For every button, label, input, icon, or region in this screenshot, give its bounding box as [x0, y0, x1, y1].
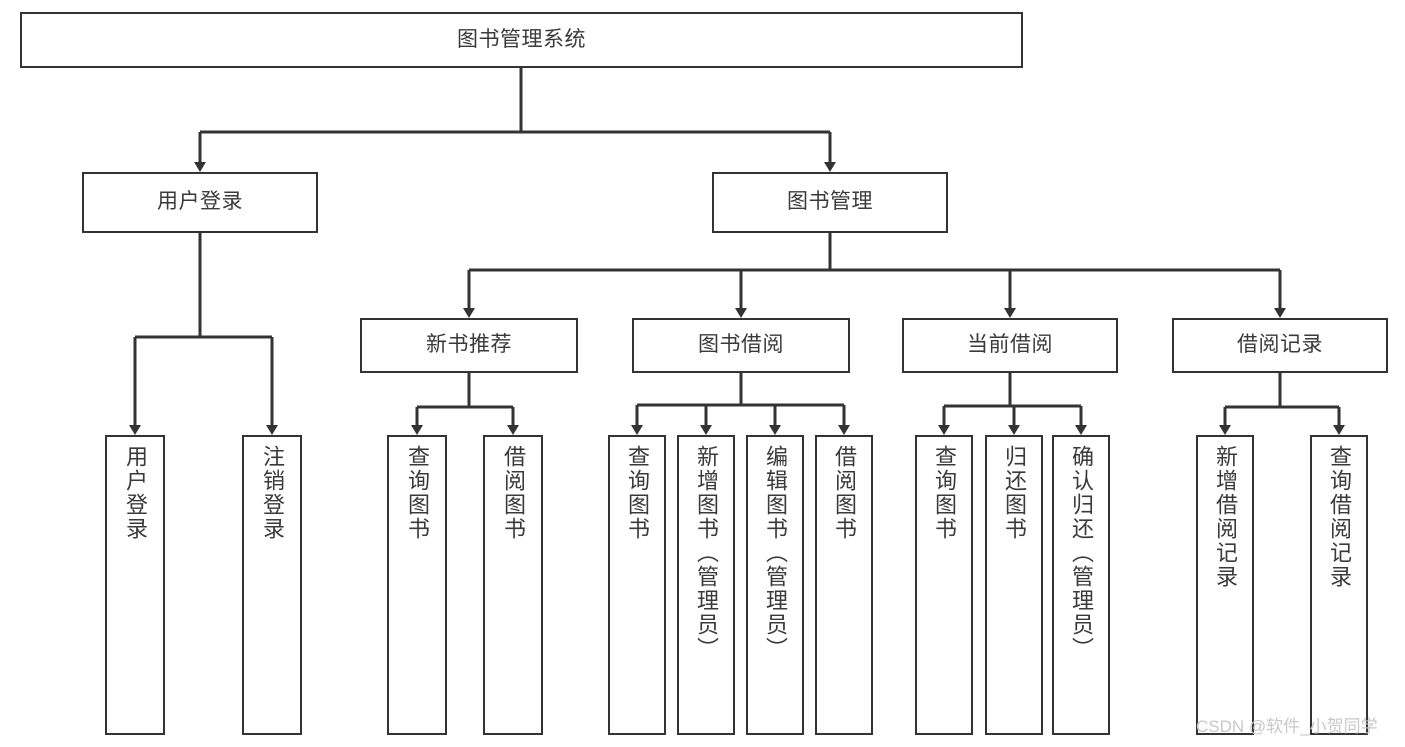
node-root-label: 图书管理系统 [457, 27, 586, 51]
node-borrow-record-label: 借阅记录 [1237, 333, 1323, 357]
node-leaf-borrow-book-2-label: 借阅图书 [832, 445, 857, 541]
node-leaf-user-login[interactable]: 用户登录 [105, 435, 165, 735]
node-leaf-query-book-2[interactable]: 查询图书 [608, 435, 666, 735]
node-leaf-query-book-1-label: 查询图书 [405, 445, 430, 541]
node-leaf-add-book[interactable]: 新增图书（管理员） [677, 435, 735, 735]
node-leaf-return-book-label: 归还图书 [1002, 445, 1027, 541]
node-leaf-add-borrow-record-label: 新增借阅记录 [1213, 445, 1238, 589]
node-leaf-borrow-book-1-label: 借阅图书 [501, 445, 526, 541]
node-leaf-edit-book-label: 编辑图书（管理员） [763, 445, 788, 661]
node-leaf-user-login-label: 用户登录 [123, 445, 148, 541]
node-leaf-return-book[interactable]: 归还图书 [985, 435, 1043, 735]
node-user-login[interactable]: 用户登录 [82, 172, 318, 233]
node-leaf-query-book-3-label: 查询图书 [932, 445, 957, 541]
node-leaf-borrow-book-2[interactable]: 借阅图书 [815, 435, 873, 735]
node-book-borrow[interactable]: 图书借阅 [632, 318, 850, 373]
csdn-watermark: CSDN @软件_小贺同学 [1196, 717, 1378, 736]
node-new-book-recommend-label: 新书推荐 [426, 333, 512, 357]
node-borrow-record[interactable]: 借阅记录 [1172, 318, 1388, 373]
node-book-management-label: 图书管理 [787, 190, 873, 214]
node-current-borrow[interactable]: 当前借阅 [902, 318, 1118, 373]
node-leaf-logout[interactable]: 注销登录 [242, 435, 302, 735]
node-leaf-query-book-1[interactable]: 查询图书 [387, 435, 447, 735]
node-leaf-query-borrow-record-label: 查询借阅记录 [1327, 445, 1352, 589]
node-leaf-query-book-2-label: 查询图书 [625, 445, 650, 541]
node-current-borrow-label: 当前借阅 [967, 333, 1053, 357]
node-book-borrow-label: 图书借阅 [698, 333, 784, 357]
node-book-management[interactable]: 图书管理 [712, 172, 948, 233]
node-new-book-recommend[interactable]: 新书推荐 [360, 318, 578, 373]
node-leaf-add-borrow-record[interactable]: 新增借阅记录 [1196, 435, 1254, 735]
node-leaf-add-book-label: 新增图书（管理员） [694, 445, 719, 661]
node-leaf-logout-label: 注销登录 [260, 445, 285, 541]
node-leaf-edit-book[interactable]: 编辑图书（管理员） [746, 435, 804, 735]
node-leaf-query-book-3[interactable]: 查询图书 [915, 435, 973, 735]
node-leaf-borrow-book-1[interactable]: 借阅图书 [483, 435, 543, 735]
node-root[interactable]: 图书管理系统 [20, 12, 1023, 68]
node-user-login-label: 用户登录 [157, 190, 243, 214]
node-leaf-confirm-return[interactable]: 确认归还（管理员） [1052, 435, 1110, 735]
node-leaf-confirm-return-label: 确认归还（管理员） [1069, 445, 1094, 661]
node-leaf-query-borrow-record[interactable]: 查询借阅记录 [1310, 435, 1368, 735]
